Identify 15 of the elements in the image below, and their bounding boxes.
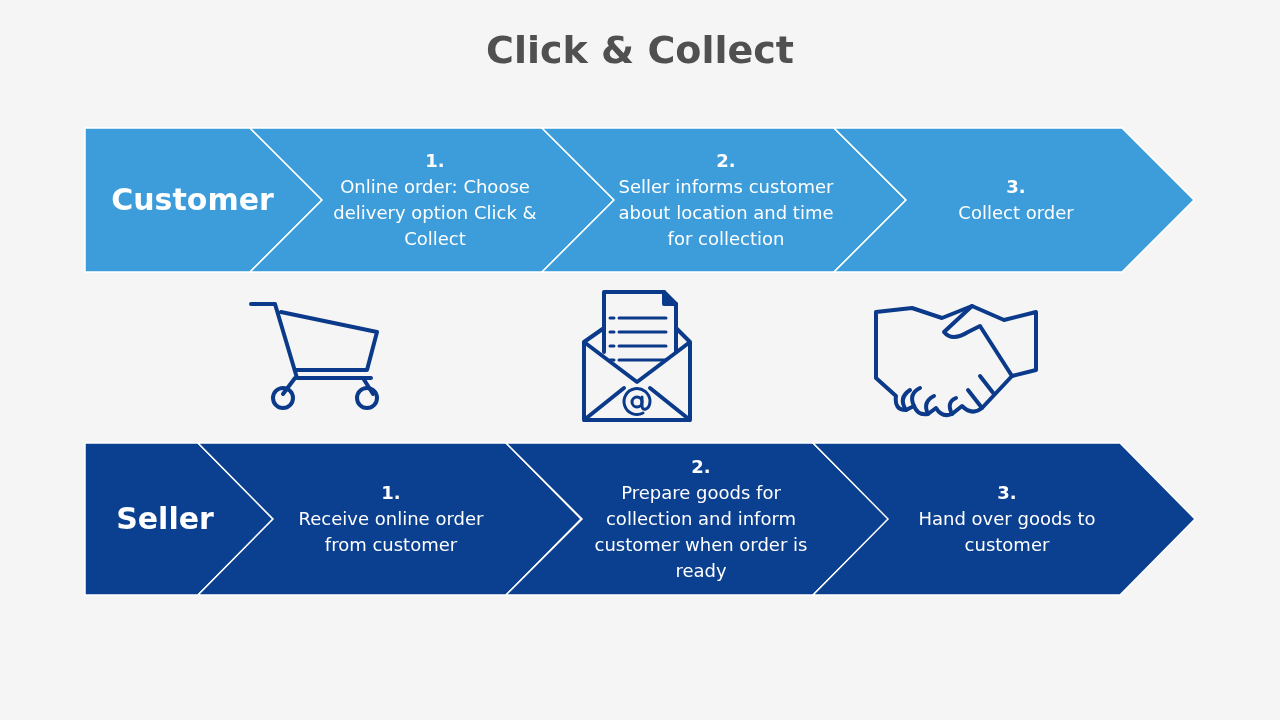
row-heading: Seller (116, 501, 214, 537)
step-number: 1. (425, 149, 445, 173)
step-text: Receive online order from customer (297, 507, 485, 557)
step-text: Online order: Choose delivery option Click & Collect (332, 175, 538, 251)
step-number: 3. (997, 481, 1017, 505)
row-heading: Customer (111, 182, 274, 218)
step-number: 1. (381, 481, 401, 505)
step-text: Hand over goods to customer (917, 507, 1097, 557)
step-text: Collect order (958, 201, 1074, 225)
step-number: 2. (716, 149, 736, 173)
step-text: Prepare goods for collection and inform customer when order is ready (593, 481, 809, 583)
step-text: Seller informs customer about location and time for collection (617, 175, 835, 251)
diagram-title: Click & Collect (485, 28, 795, 72)
step-number: 2. (691, 455, 711, 479)
step-number: 3. (1006, 175, 1026, 199)
